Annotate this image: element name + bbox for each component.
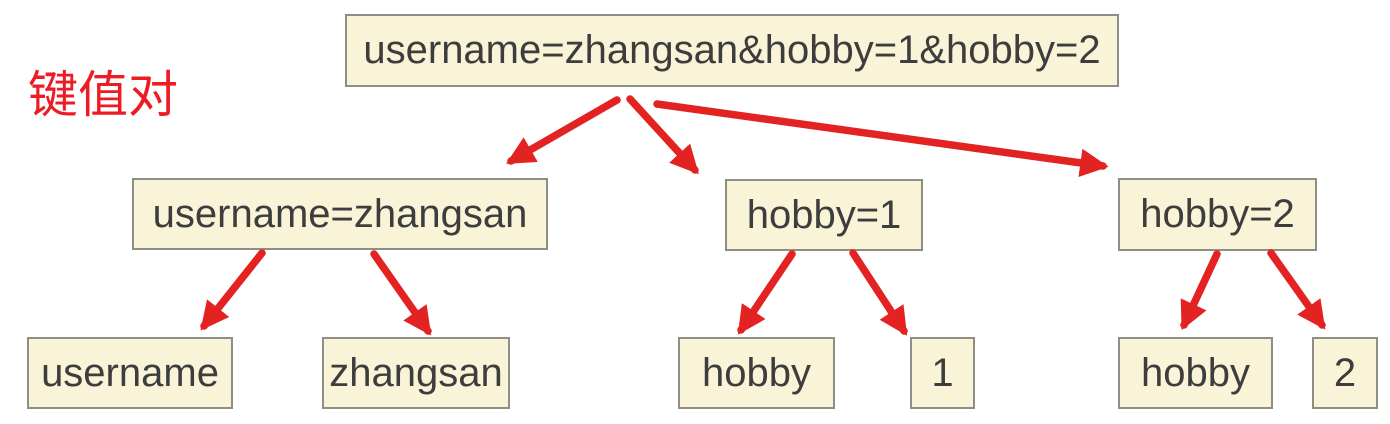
value-box-2: 2 <box>1312 337 1378 409</box>
key-box-hobby-1: hobby <box>678 337 835 409</box>
arrow-pair2-to-key <box>737 250 796 335</box>
arrow-pair3-to-key <box>1180 250 1221 331</box>
key-box-hobby-2: hobby <box>1118 337 1273 409</box>
arrow-pair1-to-key <box>200 249 266 331</box>
key-box-username: username <box>27 337 233 409</box>
value-box-1: 1 <box>910 337 975 409</box>
arrow-query-to-pair1 <box>506 96 621 165</box>
pair-box-hobby2: hobby=2 <box>1118 178 1317 251</box>
pair-box-hobby1: hobby=1 <box>725 179 923 251</box>
diagram-title: 键值对 <box>28 67 178 123</box>
value-box-zhangsan: zhangsan <box>322 337 510 409</box>
arrow-pair1-to-value <box>370 250 432 336</box>
arrow-pair3-to-value <box>1267 249 1326 330</box>
arrow-query-to-pair3 <box>653 100 1109 177</box>
arrow-pair2-to-value <box>849 249 908 336</box>
query-string-box: username=zhangsan&hobby=1&hobby=2 <box>345 14 1119 87</box>
arrow-query-to-pair2 <box>626 95 699 175</box>
pair-box-username: username=zhangsan <box>132 178 548 250</box>
